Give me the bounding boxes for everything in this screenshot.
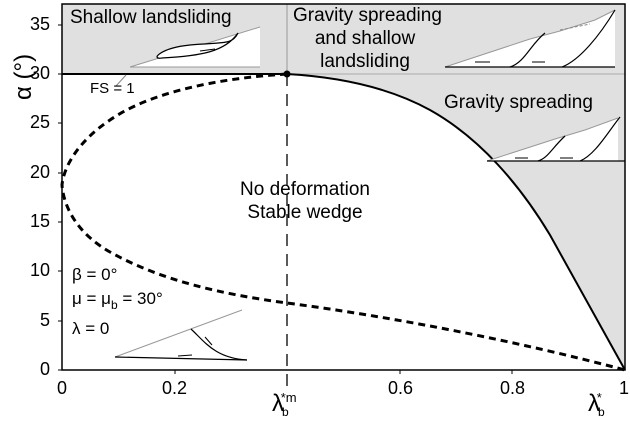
x-tick-0: 0 — [57, 378, 68, 398]
y-ticks — [58, 24, 62, 371]
solid-critical-curve — [286, 73, 626, 371]
y-tick-10: 10 — [30, 260, 51, 280]
y-tick-15: 15 — [30, 211, 51, 231]
fs-leader-line — [115, 74, 127, 87]
sketch-gravity-spreading — [486, 116, 625, 162]
sketch-stable-wedge — [114, 309, 248, 361]
label-stable-wedge: No deformation Stable wedge — [240, 179, 370, 223]
x-tick-0.8: 0.8 — [500, 378, 526, 398]
plot-frame — [61, 3, 626, 371]
label-fs1: FS = 1 — [90, 80, 135, 97]
x-tick-1: 1 — [619, 378, 630, 398]
label-gravity-spreading: Gravity spreading — [444, 92, 593, 113]
label-gravity-and-shallow: Gravity spreading and shallow landslidin… — [293, 5, 442, 72]
param-lambda: λ = 0 — [72, 319, 110, 338]
x-tick-0.6: 0.6 — [388, 378, 414, 398]
y-tick-5: 5 — [40, 310, 51, 330]
x-ticks — [174, 370, 513, 374]
y-tick-35: 35 — [30, 14, 51, 34]
label-shallow-landsliding: Shallow landsliding — [70, 7, 232, 28]
max-point — [283, 70, 291, 78]
param-mu: μ = μb = 30° — [72, 289, 163, 312]
parameters-legend: β = 0° μ = μb = 30° λ = 0 — [72, 263, 163, 341]
y-tick-25: 25 — [30, 112, 51, 132]
dashed-critical-curve — [60, 72, 626, 372]
param-beta: β = 0° — [72, 265, 118, 284]
lambda-star-label: λb* — [588, 390, 605, 419]
x-tick-0.2: 0.2 — [162, 378, 188, 398]
sketch-gravity-and-shallow — [444, 9, 616, 68]
y-tick-0: 0 — [40, 359, 51, 379]
sketch-shallow-landsliding — [129, 26, 261, 68]
lambda-m-label: λb*m — [272, 390, 297, 419]
y-tick-30: 30 — [30, 63, 51, 83]
y-tick-20: 20 — [30, 162, 51, 182]
